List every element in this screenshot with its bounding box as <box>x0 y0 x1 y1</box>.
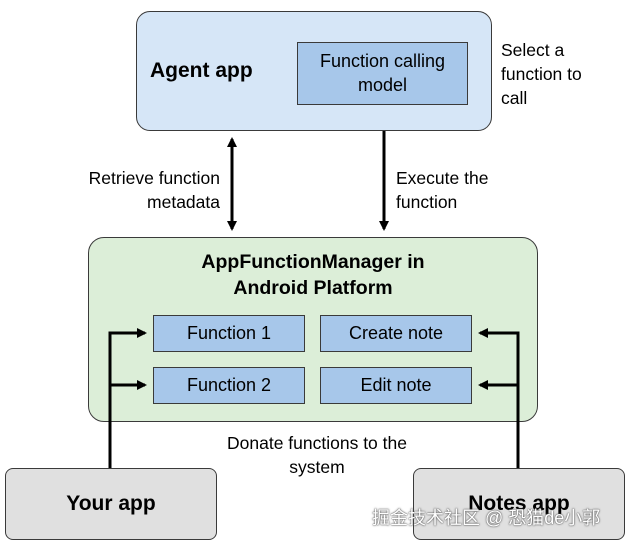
select-function-note: Select a function to call <box>501 40 582 108</box>
function-2-box: Function 2 <box>153 367 305 404</box>
agent-app-title: Agent app <box>150 59 253 82</box>
create-note-box: Create note <box>320 315 472 352</box>
notes-app-box <box>413 468 625 540</box>
notes-app-to-create-note-arrow <box>478 328 520 468</box>
execute-function-label: Execute the function <box>396 168 489 212</box>
function-1-box: Function 1 <box>153 315 305 352</box>
function-calling-model-box: Function calling model <box>297 42 468 105</box>
notes-app-label: Notes app <box>468 492 570 515</box>
your-app-to-function-1-arrow <box>108 328 147 468</box>
retrieve-metadata-label: Retrieve function metadata <box>88 168 220 212</box>
your-app-label: Your app <box>66 492 156 515</box>
donate-functions-label: Donate functions to the system <box>227 433 407 477</box>
watermark: 掘金技术社区 @ 恐猫de小郭 <box>372 508 601 528</box>
edit-note-box: Edit note <box>320 367 472 404</box>
manager-title-line2: Android Platform <box>233 277 393 299</box>
your-app-box <box>5 468 217 540</box>
manager-title-line1: AppFunctionManager in <box>201 251 425 273</box>
